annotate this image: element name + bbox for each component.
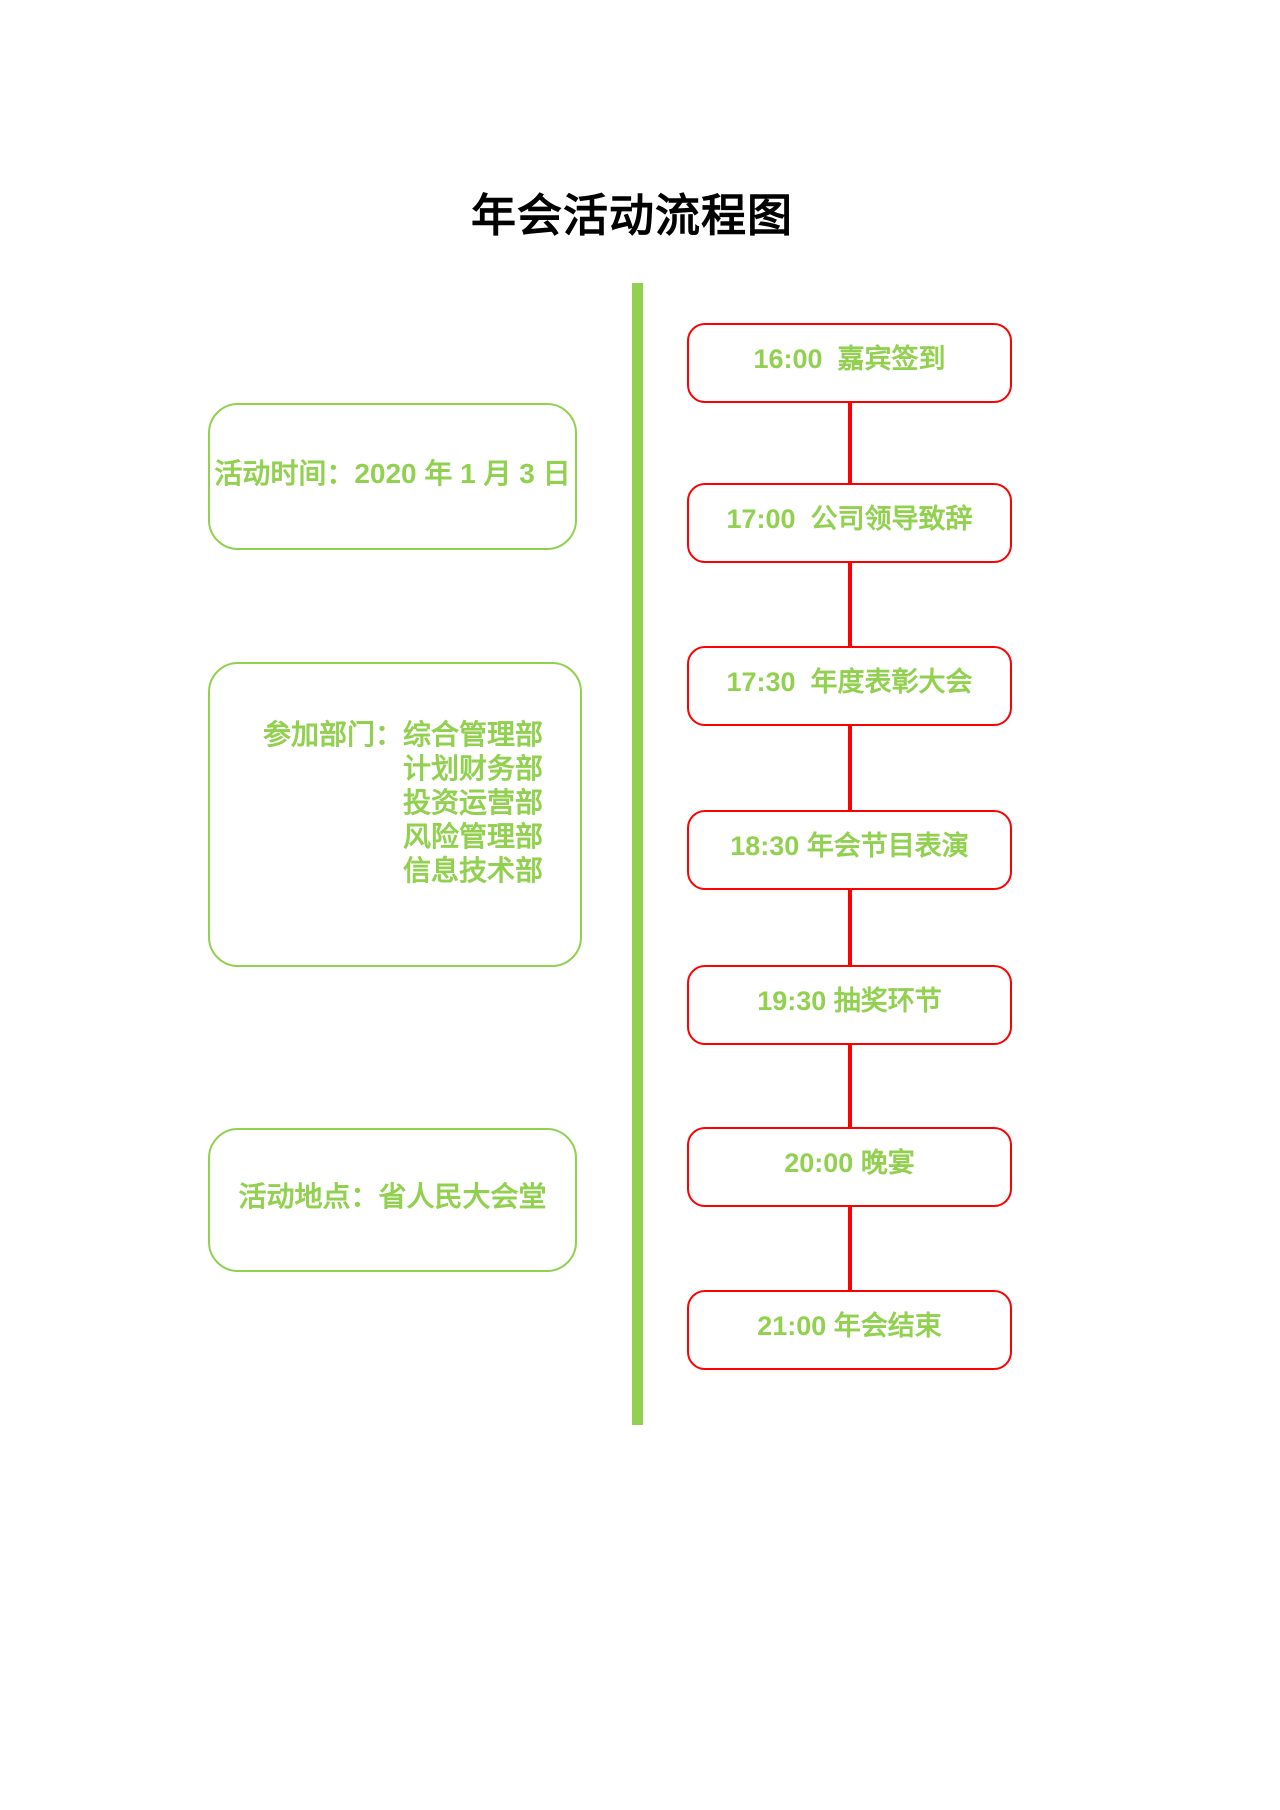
department-item: 计划财务部 xyxy=(403,752,544,784)
timeline-step-guest-signin: 16:00 嘉宾签到 xyxy=(687,323,1012,403)
timeline-step-label: 17:30 年度表彰大会 xyxy=(726,666,973,697)
timeline-step-banquet: 20:00 晚宴 xyxy=(687,1127,1012,1207)
department-item: 投资运营部 xyxy=(403,786,544,818)
department-item: 信息技术部 xyxy=(403,854,544,886)
timeline-step-end: 21:00 年会结束 xyxy=(687,1290,1012,1370)
page-title: 年会活动流程图 xyxy=(470,190,793,241)
timeline-step-label: 19:30 抽奖环节 xyxy=(757,985,942,1016)
timeline-step-leader-speech: 17:00 公司领导致辞 xyxy=(687,483,1012,563)
department-item: 综合管理部 xyxy=(403,718,544,750)
event-time-label: 活动时间：2020 年 1 月 3 日 xyxy=(214,457,571,489)
timeline-step-label: 18:30 年会节目表演 xyxy=(730,830,969,861)
timeline-step-award-ceremony: 17:30 年度表彰大会 xyxy=(687,646,1012,726)
departments-row: 参加部门： 综合管理部 计划财务部 投资运营部 风险管理部 信息技术部 xyxy=(263,718,543,888)
timeline-step-performances: 18:30 年会节目表演 xyxy=(687,810,1012,890)
timeline-step-lucky-draw: 19:30 抽奖环节 xyxy=(687,965,1012,1045)
departments-prefix-label: 参加部门： xyxy=(263,718,404,750)
timeline-step-label: 21:00 年会结束 xyxy=(757,1310,942,1341)
info-box-event-time: 活动时间：2020 年 1 月 3 日 xyxy=(208,403,577,550)
timeline-axis xyxy=(632,283,643,1425)
departments-list: 综合管理部 计划财务部 投资运营部 风险管理部 信息技术部 xyxy=(403,718,543,888)
info-box-departments: 参加部门： 综合管理部 计划财务部 投资运营部 风险管理部 信息技术部 xyxy=(208,662,582,967)
timeline-step-label: 16:00 嘉宾签到 xyxy=(753,343,946,374)
timeline-step-label: 17:00 公司领导致辞 xyxy=(726,503,973,534)
timeline-step-label: 20:00 晚宴 xyxy=(784,1147,915,1178)
event-location-label: 活动地点：省人民大会堂 xyxy=(238,1181,547,1212)
info-box-event-location: 活动地点：省人民大会堂 xyxy=(208,1128,577,1272)
department-item: 风险管理部 xyxy=(403,820,544,852)
